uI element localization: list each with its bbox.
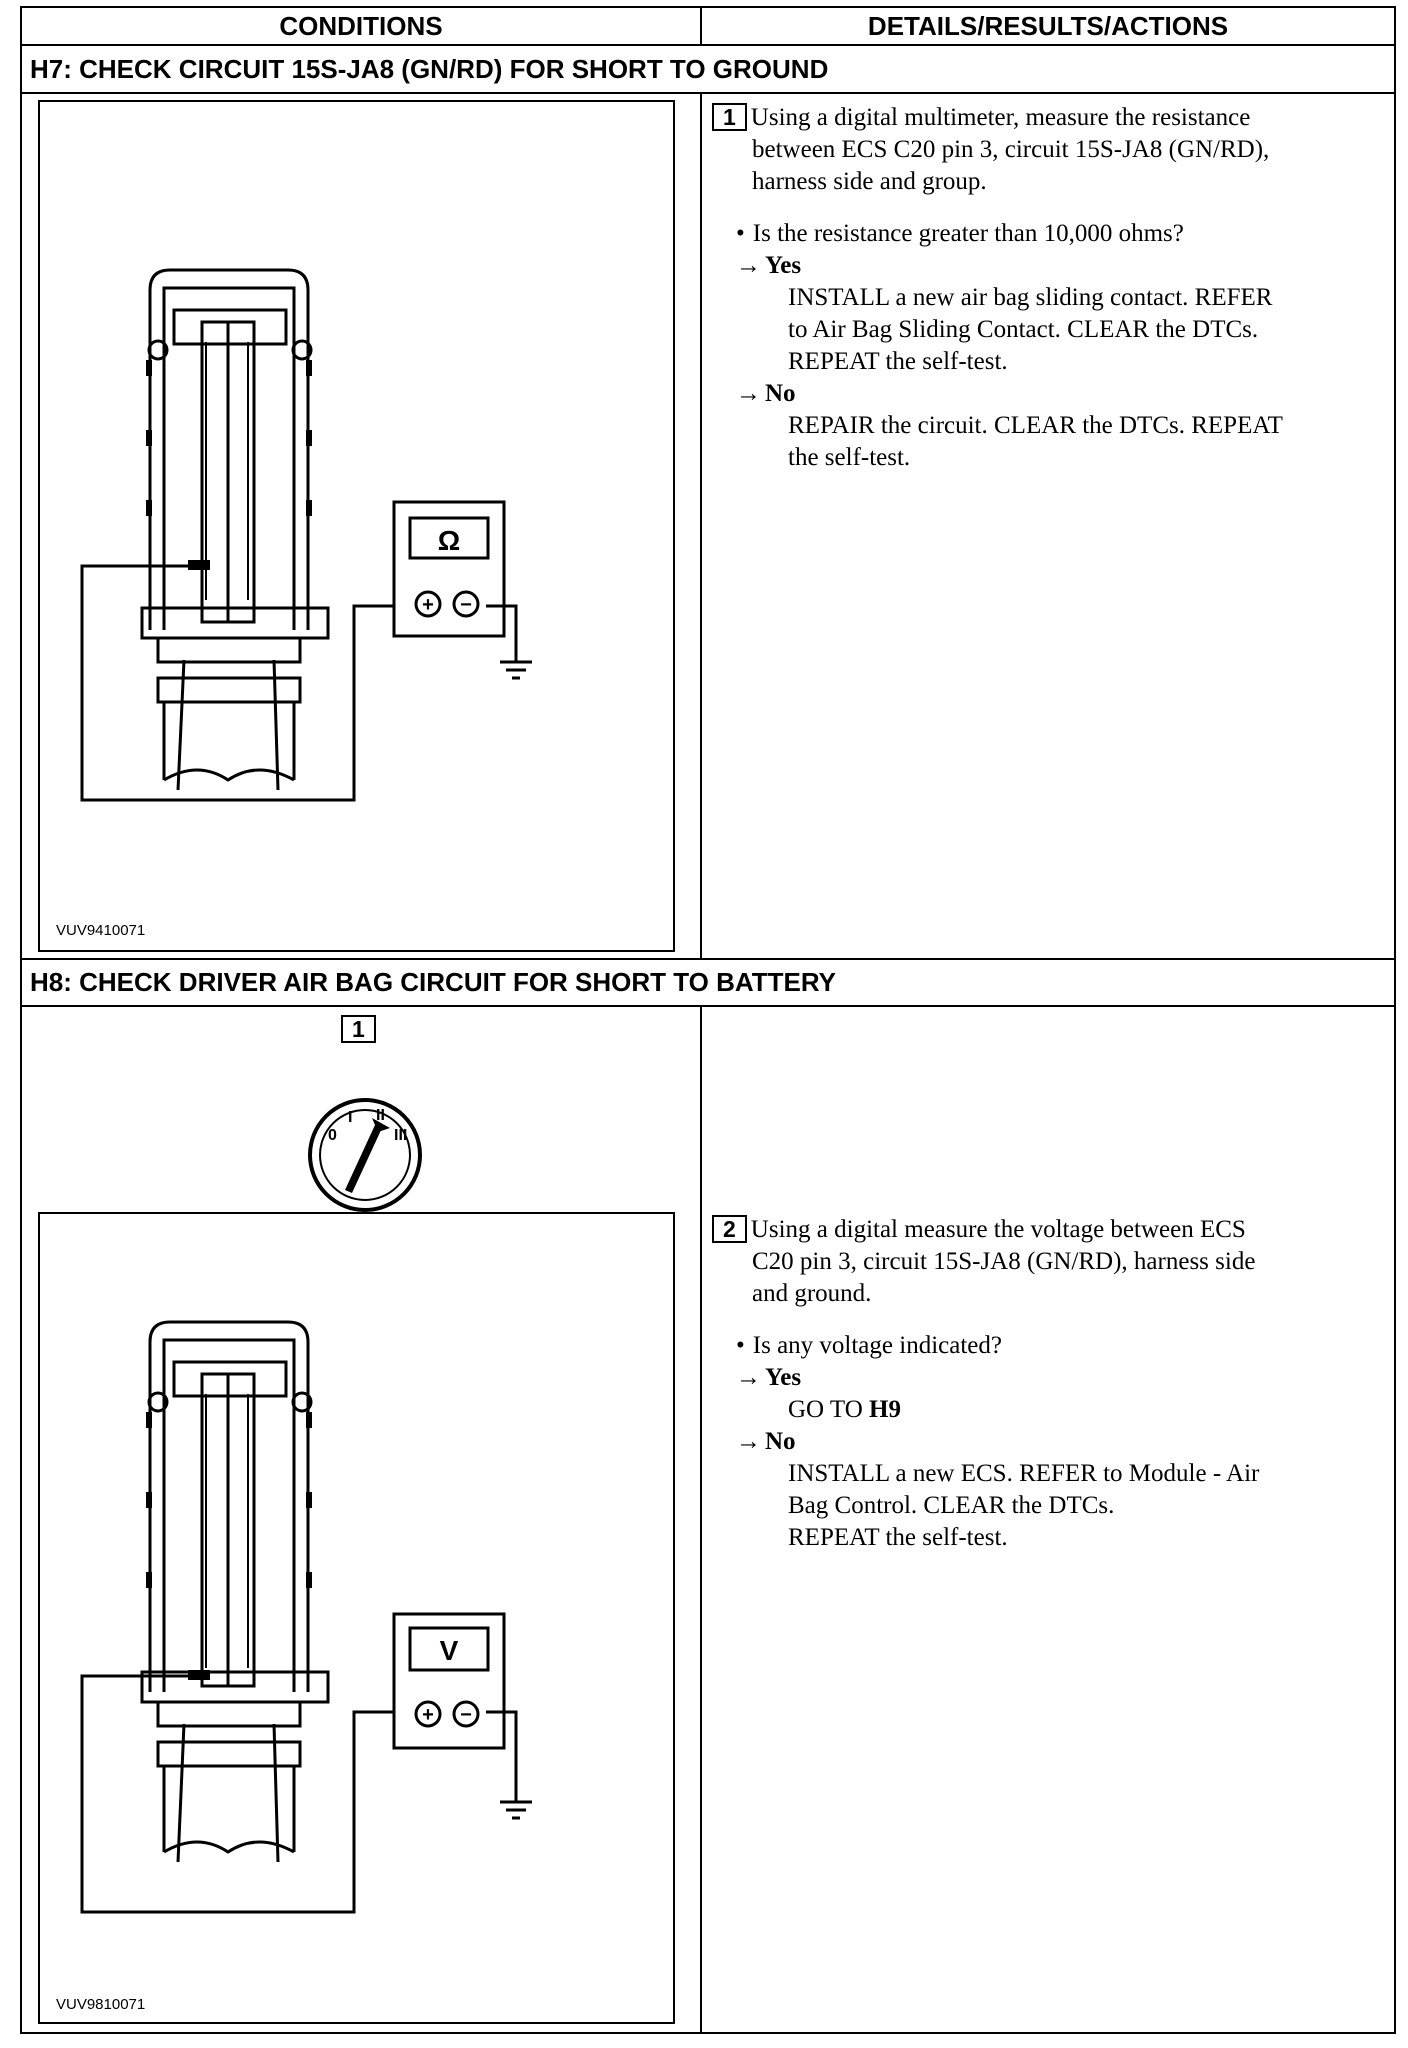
h7-no-text-1: REPAIR the circuit. CLEAR the DTCs. REPE… <box>788 412 1283 439</box>
h8-figure-id: VUV9810071 <box>56 1996 146 2013</box>
h8-connector-diagram: V + − <box>80 1320 532 1914</box>
h8-step-text-2: C20 pin 3, circuit 15S-JA8 (GN/RD), harn… <box>752 1248 1256 1275</box>
h7-step-text-1: Using a digital multimeter, measure the … <box>750 104 1251 131</box>
h7-yes-text-1: INSTALL a new air bag sliding contact. R… <box>788 284 1273 311</box>
h7-plus-symbol: + <box>422 594 434 616</box>
h8-goto-link[interactable]: H9 <box>869 1396 901 1423</box>
h7-step-text-2: between ECS C20 pin 3, circuit 15S-JA8 (… <box>752 136 1270 163</box>
h7-yes-text-2: to Air Bag Sliding Contact. CLEAR the DT… <box>788 316 1259 343</box>
h8-yes-label: Yes <box>765 1364 802 1391</box>
h8-no-label: No <box>765 1428 796 1455</box>
h8-step-text-3: and ground. <box>752 1280 872 1307</box>
ignition-label-2: II <box>376 1107 385 1124</box>
ignition-switch-icon: 0 I II III <box>308 1098 422 1212</box>
h8-yes-prefix: GO TO <box>788 1396 870 1423</box>
h7-meter-symbol: Ω <box>438 525 460 556</box>
h8-meter-symbol: V <box>440 1635 459 1666</box>
ignition-label-3: III <box>394 1127 407 1144</box>
column-header-details: DETAILS/RESULTS/ACTIONS <box>867 11 1229 41</box>
h8-question: Is any voltage indicated? <box>712 1330 1382 1362</box>
h8-no-text-1: INSTALL a new ECS. REFER to Module - Air <box>788 1460 1260 1487</box>
column-header-conditions: CONDITIONS <box>279 11 443 41</box>
h8-title: H8: CHECK DRIVER AIR BAG CIRCUIT FOR SHO… <box>30 967 837 997</box>
h8-minus-symbol: − <box>460 1704 472 1726</box>
h8-plus-symbol: + <box>422 1704 434 1726</box>
h8-step-number: 2 <box>712 1215 747 1243</box>
arrow-icon: → <box>736 380 761 407</box>
h7-title: H7: CHECK CIRCUIT 15S-JA8 (GN/RD) FOR SH… <box>30 54 829 84</box>
h8-no-text-3: REPEAT the self-test. <box>788 1524 1008 1551</box>
h7-no-text-2: the self-test. <box>788 444 911 471</box>
arrow-icon: → <box>736 252 761 279</box>
h7-connector-diagram: Ω + − <box>80 268 532 802</box>
arrow-icon: → <box>736 1364 761 1391</box>
h7-step-number: 1 <box>712 103 747 131</box>
ignition-label-0: 0 <box>328 1127 337 1144</box>
h7-yes-text-3: REPEAT the self-test. <box>788 348 1008 375</box>
arrow-icon: → <box>736 1428 761 1455</box>
h7-figure-frame <box>38 100 675 952</box>
h7-question: Is the resistance greater than 10,000 oh… <box>712 218 1382 250</box>
h8-figure-frame <box>38 1212 675 2024</box>
ignition-label-1: I <box>348 1109 352 1126</box>
h7-yes-label: Yes <box>765 252 802 279</box>
h8-no-text-2: Bag Control. CLEAR the DTCs. <box>788 1492 1115 1519</box>
h8-figure-step-box: 1 <box>341 1015 380 1043</box>
h8-step-text-1: Using a digital measure the voltage betw… <box>750 1216 1246 1243</box>
h7-minus-symbol: − <box>460 594 472 616</box>
h7-figure-id: VUV9410071 <box>56 922 146 939</box>
h7-no-label: No <box>765 380 796 407</box>
h7-step-text-3: harness side and group. <box>752 168 987 195</box>
